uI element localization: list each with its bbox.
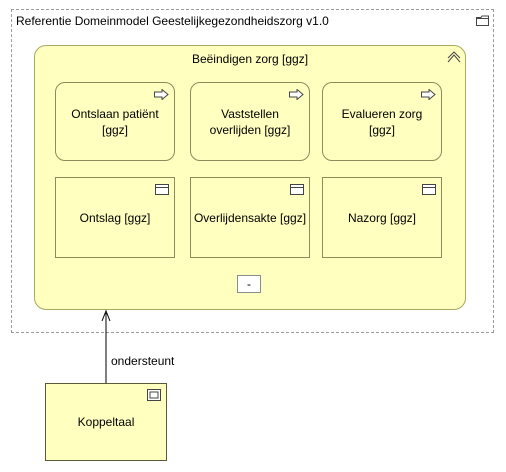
component-koppeltaal[interactable]: Koppeltaal	[45, 383, 167, 461]
object-ontslag[interactable]: Ontslag [ggz]	[55, 177, 175, 258]
process-label: Ontslaan patiënt [ggz]	[71, 106, 159, 137]
object-label: Overlijdensakte [ggz]	[193, 210, 307, 225]
collapse-button[interactable]: -	[237, 275, 261, 293]
group-title: Referentie Domeinmodel Geestelijkegezond…	[16, 14, 329, 28]
process-arrow-icon	[289, 88, 304, 104]
object-label: Nazorg [ggz]	[347, 210, 417, 225]
process-label: Vaststellen overlijden [ggz]	[209, 106, 291, 137]
process-vaststellen-overlijden[interactable]: Vaststellen overlijden [ggz]	[190, 82, 310, 161]
object-nazorg[interactable]: Nazorg [ggz]	[322, 177, 442, 258]
service-icon	[447, 51, 461, 66]
business-object-icon	[290, 183, 304, 199]
component-label: Koppeltaal	[77, 415, 135, 429]
component-icon	[147, 389, 161, 404]
process-arrow-icon	[154, 88, 169, 104]
process-label: Evalueren zorg [ggz]	[341, 106, 423, 137]
relation-label: ondersteunt	[111, 354, 175, 368]
process-evalueren-zorg[interactable]: Evalueren zorg [ggz]	[322, 82, 442, 161]
process-ontslaan-patient[interactable]: Ontslaan patiënt [ggz]	[55, 82, 175, 161]
process-arrow-icon	[421, 88, 436, 104]
folder-icon	[476, 15, 489, 29]
business-object-icon	[422, 183, 436, 199]
service-title: Beëindigen zorg [ggz]	[191, 52, 309, 66]
object-overlijdensakte[interactable]: Overlijdensakte [ggz]	[190, 177, 310, 258]
business-object-icon	[155, 183, 169, 199]
object-label: Ontslag [ggz]	[79, 210, 151, 225]
